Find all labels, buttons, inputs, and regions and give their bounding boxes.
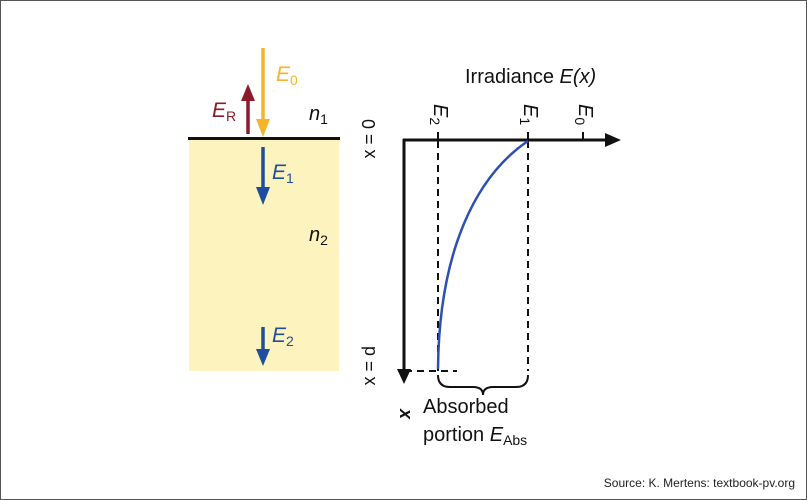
plot-title-italic: E(x) (560, 66, 597, 88)
irradiance-curve (436, 139, 529, 370)
absorbed-brace (437, 374, 529, 396)
tick-label-e1: E1 (517, 104, 541, 125)
absorbed-label-line2: portion EAbs (423, 424, 527, 448)
label-n1-symbol: n (309, 103, 320, 125)
label-e0-subscript: 0 (290, 72, 298, 88)
absorbed-label-word: portion (423, 424, 490, 446)
tick-label-e2-subscript: 2 (427, 117, 443, 125)
label-er-subscript: R (226, 108, 236, 124)
plot-title: Irradiance E(x) (465, 66, 596, 88)
tick-label-e1-subscript: 1 (517, 117, 533, 125)
label-e2-left-subscript: 2 (286, 333, 294, 349)
label-n2: n2 (309, 224, 328, 248)
plot-title-text: Irradiance (465, 66, 560, 88)
label-x-d: x = d (359, 346, 379, 386)
tick-label-e2: E2 (427, 104, 451, 125)
label-e1-left-subscript: 1 (286, 170, 294, 186)
incident-arrow (256, 48, 270, 137)
tick-label-e0-subscript: 0 (572, 117, 588, 125)
label-er-symbol: E (212, 99, 227, 122)
label-e0: E0 (276, 63, 298, 88)
tick-label-e2-symbol: E (429, 104, 451, 118)
label-er: ER (212, 99, 236, 124)
tick-label-e0: E0 (572, 104, 596, 125)
depth-axis-label: x (396, 408, 416, 420)
label-e0-symbol: E (276, 63, 291, 86)
absorbed-label-line1: Absorbed (423, 396, 509, 418)
label-n1-subscript: 1 (320, 111, 328, 127)
label-e2-left-symbol: E (272, 324, 287, 347)
label-e1-left-symbol: E (272, 161, 287, 184)
tick-label-e1-symbol: E (519, 104, 541, 118)
label-e2-left: E2 (272, 324, 294, 349)
label-x-zero: x = 0 (359, 119, 379, 159)
transmitted-arrow-e2 (256, 327, 270, 366)
source-caption: Source: K. Mertens: textbook-pv.org (603, 476, 795, 490)
label-e1-left: E1 (272, 161, 294, 186)
reflected-arrow (241, 84, 255, 134)
transmitted-arrow-e1 (256, 147, 270, 205)
depth-axis-arrowhead (397, 369, 411, 384)
absorbed-label-subscript: Abs (503, 432, 527, 448)
irradiance-axis-arrowhead (605, 133, 621, 147)
label-n2-subscript: 2 (320, 232, 328, 248)
label-n1: n1 (309, 103, 328, 127)
tick-label-e0-symbol: E (574, 104, 596, 118)
absorbed-label-symbol: E (490, 424, 504, 446)
label-n2-symbol: n (309, 224, 320, 246)
